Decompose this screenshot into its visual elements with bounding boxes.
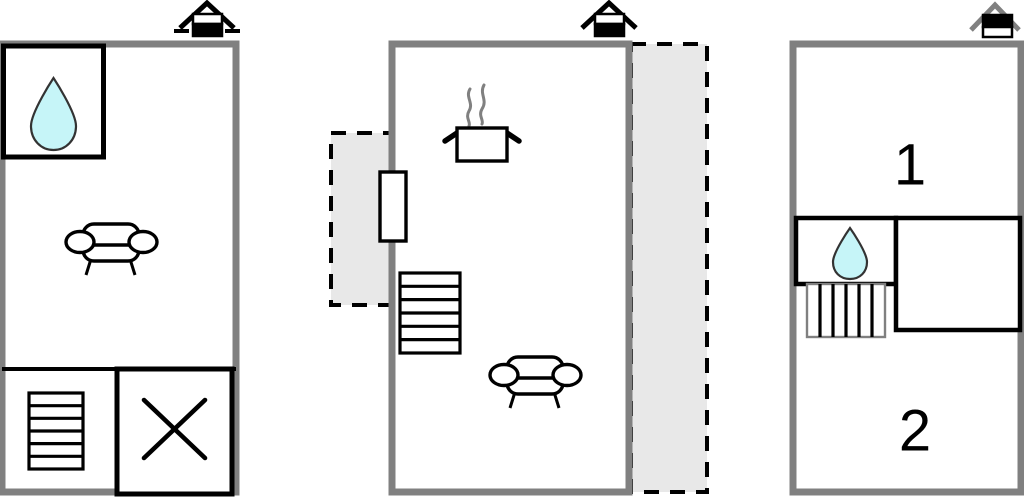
- house-icon-right-dash: [225, 29, 240, 33]
- pot-steam-right: [479, 83, 486, 126]
- cooking-pot-icon: [442, 83, 522, 163]
- right-plan-bathroom: [793, 215, 899, 287]
- terrace-right-area: [629, 42, 709, 494]
- sofa-armrest-right: [127, 229, 159, 255]
- middle-plan-interior-fill: [396, 48, 625, 488]
- sofa-armrest-left: [64, 229, 96, 255]
- room-number-two: 2: [899, 399, 931, 464]
- house-icon-body-upper: [593, 12, 626, 26]
- water-drop-icon: [29, 76, 78, 152]
- sofa-armrest-right: [551, 362, 583, 388]
- house-north-icon-left: [174, 0, 240, 38]
- room-number-one: 1: [894, 133, 926, 198]
- house-north-icon-right: [969, 1, 1021, 39]
- stairs-horizontal-icon-left-plan: [27, 391, 85, 471]
- house-icon-roof: [178, 0, 236, 30]
- house-icon-body-lower: [981, 25, 1014, 39]
- sofa-icon-left-plan: [64, 222, 159, 276]
- middle-plan-wall-outline-top: [388, 40, 633, 496]
- pot-steam-left: [466, 87, 473, 128]
- pot-body: [455, 126, 509, 163]
- left-plan-bathroom: [1, 43, 106, 160]
- left-floor-plan: [0, 0, 240, 497]
- house-icon-body-upper: [191, 12, 224, 26]
- cross-x-icon-stroke-b: [141, 397, 208, 461]
- house-icon-body-upper: [981, 13, 1014, 29]
- door-icon: [378, 170, 408, 243]
- water-drop-icon: [831, 226, 869, 281]
- right-floor-plan: 1 2: [789, 1, 1024, 496]
- house-north-icon-middle: [580, 0, 638, 38]
- house-icon-body-lower: [593, 22, 626, 38]
- void-room-left-plan: [114, 366, 235, 497]
- terrace-right-dashed-outline: [629, 42, 709, 494]
- stairs-horizontal-icon-middle-plan: [398, 271, 462, 355]
- sofa-icon-middle-plan: [488, 355, 583, 409]
- house-icon-body-lower: [191, 22, 224, 38]
- middle-floor-plan: [329, 0, 709, 496]
- house-icon-roof: [580, 0, 638, 30]
- sofa-armrest-left: [488, 362, 520, 388]
- landing-room-box: [893, 215, 1023, 333]
- stairs-vertical-icon-right-plan: [805, 282, 887, 339]
- house-icon-left-dash: [174, 29, 189, 33]
